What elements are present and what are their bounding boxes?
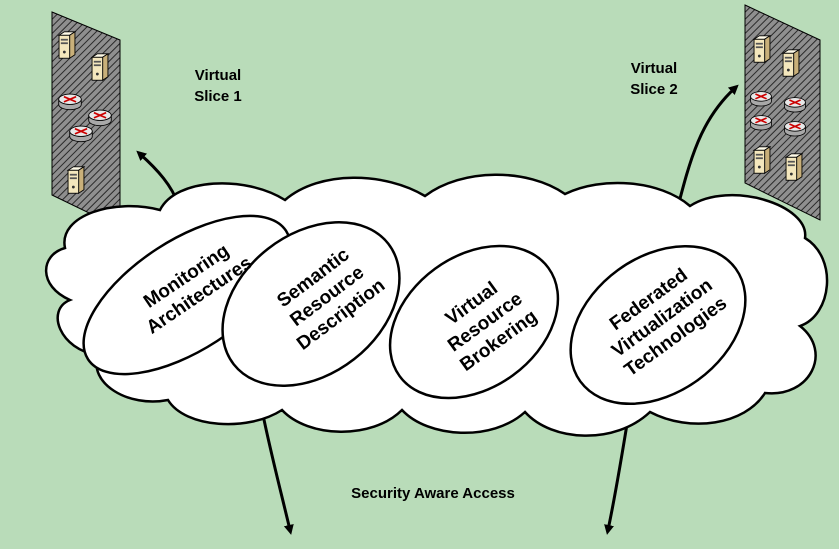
component-ellipses (82, 214, 747, 406)
ellipse-brokering (388, 244, 560, 400)
connector-arrows (136, 84, 739, 535)
router-icon (783, 96, 807, 113)
router-icon (749, 114, 773, 131)
server-icon (785, 153, 803, 181)
slice-2-panel (744, 4, 821, 221)
access-label: Security Aware Access (351, 485, 515, 502)
ellipse-federated (569, 244, 747, 406)
server-icon (91, 53, 109, 81)
slice-2-label-line1: Virtual (631, 60, 677, 77)
router-icon (749, 90, 773, 107)
router-icon (68, 125, 94, 143)
server-icon (782, 49, 800, 77)
server-icon (58, 31, 76, 59)
server-icon (67, 166, 85, 194)
slice-1-label-line1: Virtual (195, 67, 241, 84)
server-icon (753, 146, 771, 174)
server-icon (753, 35, 771, 63)
ellipse-semantic (221, 221, 401, 387)
router-icon (87, 109, 113, 127)
router-icon (57, 93, 83, 111)
ellipse-monitoring (82, 214, 292, 376)
router-icon (783, 120, 807, 137)
arrow-to-slice-2 (674, 84, 739, 215)
arrow-access-left (260, 409, 294, 535)
slice-1-label-line2: Slice 1 (194, 88, 242, 105)
slice-2-label-line2: Slice 2 (630, 81, 678, 98)
arrow-access-right (604, 417, 630, 535)
slice-1-panel (51, 11, 121, 229)
